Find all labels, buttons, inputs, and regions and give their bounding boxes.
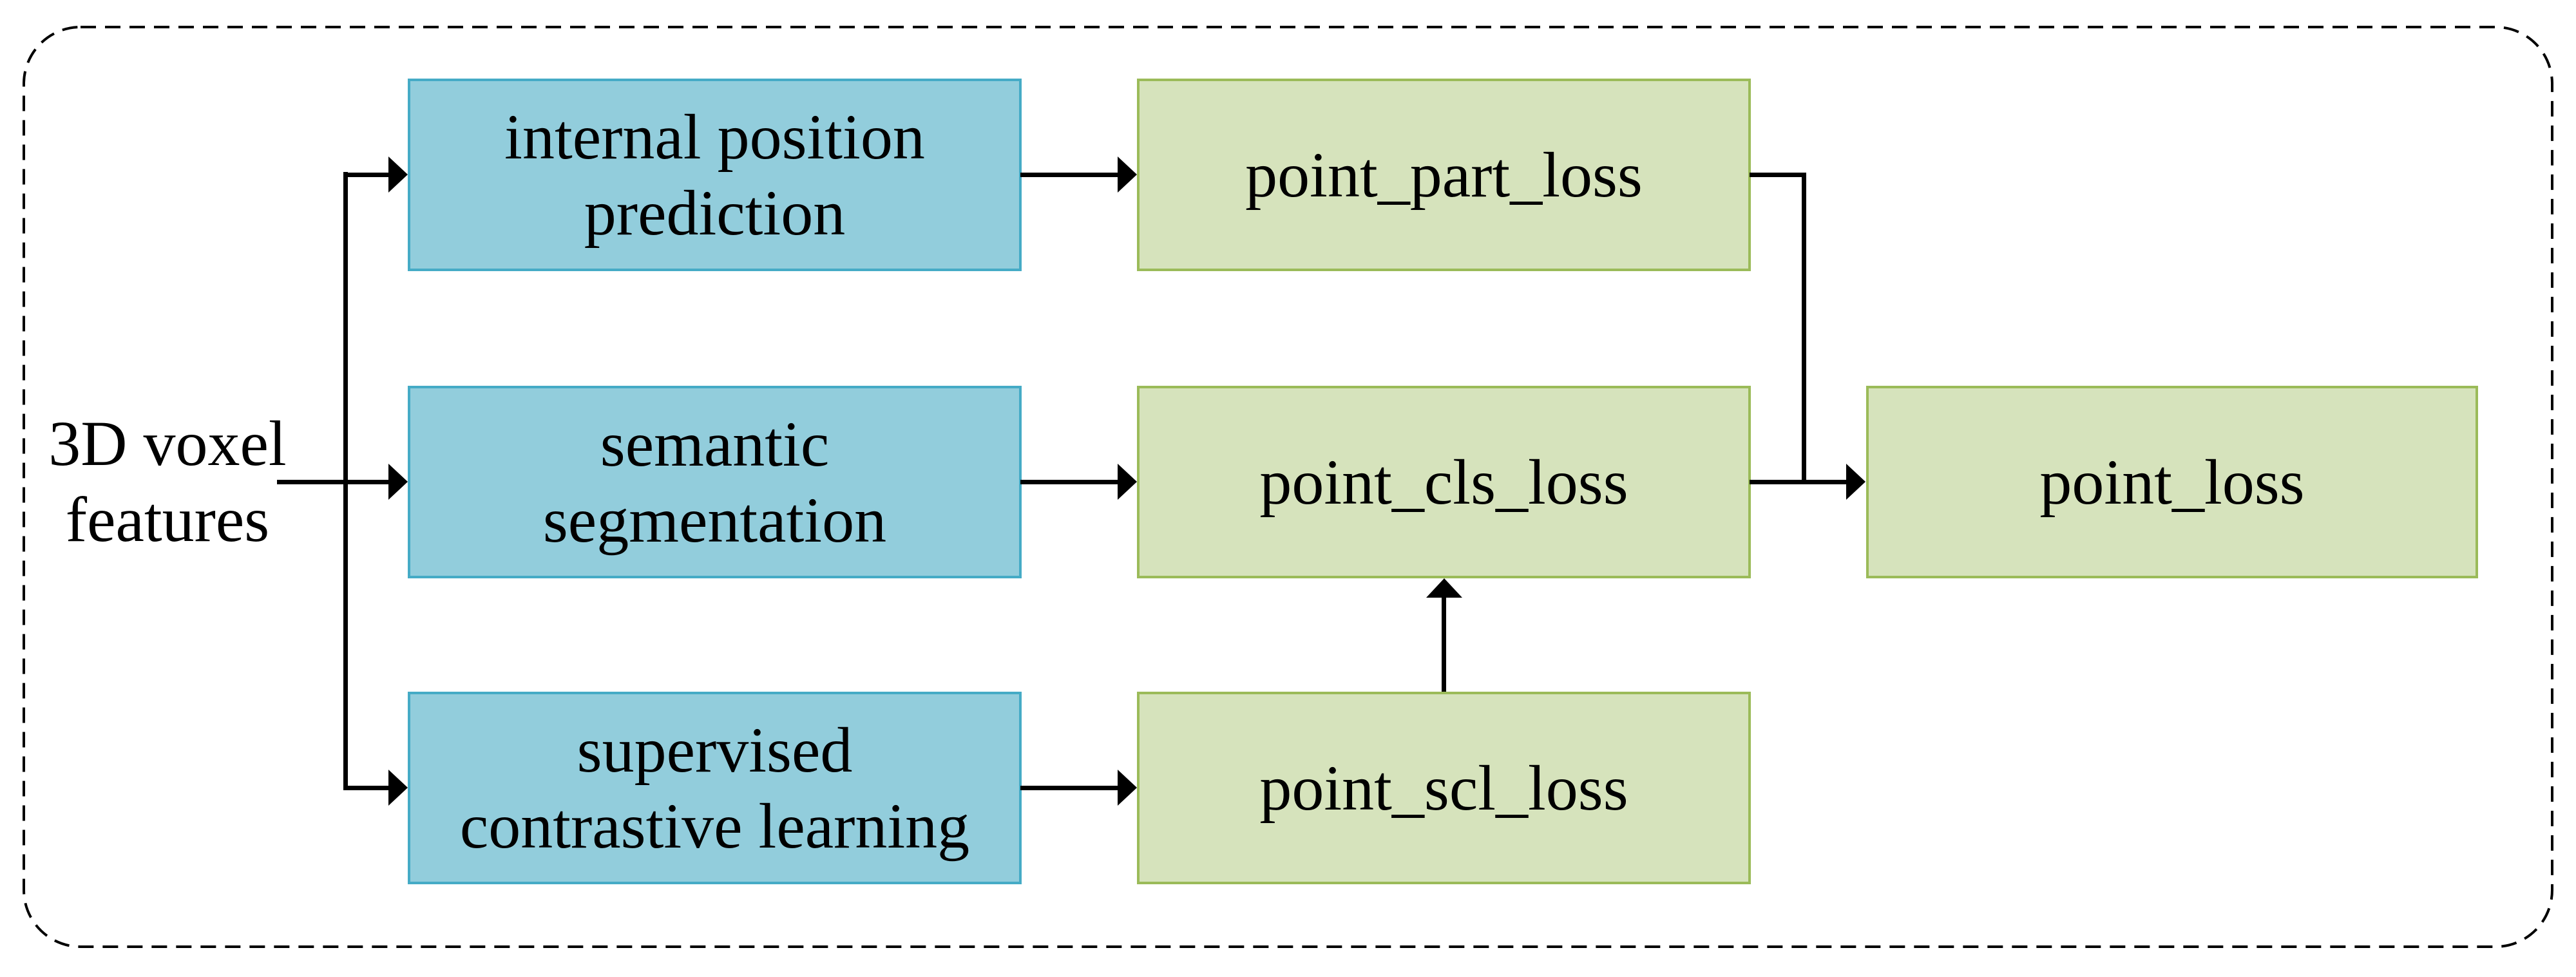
arrowhead-up-to-point-cls-loss [1426, 578, 1462, 598]
loss-box-point-scl-loss: point_scl_loss [1137, 692, 1751, 884]
loss-label: point_part_loss [1245, 138, 1643, 211]
connector-part-loss-out-horizontal [1750, 173, 1806, 177]
connector-ipp-to-part-loss [1020, 173, 1118, 177]
connector-part-loss-down-vertical [1802, 173, 1806, 484]
loss-box-point-cls-loss: point_cls_loss [1137, 386, 1751, 578]
input-label-line1: 3D voxel [48, 408, 287, 479]
task-label-line: semantic [600, 408, 830, 480]
output-label: point_loss [2039, 446, 2305, 518]
task-box-supervised-contrastive-learning: supervised contrastive learning [408, 692, 1022, 884]
task-label-line: internal position [504, 100, 925, 173]
arrowhead-to-point-cls-loss [1118, 464, 1137, 500]
connector-scl-to-scl-loss [1020, 786, 1118, 790]
connector-branch-bottom-horizontal [343, 786, 389, 790]
arrowhead-to-supervised-contrastive-learning [388, 770, 408, 806]
connector-input-horizontal [277, 480, 389, 484]
loss-label: point_scl_loss [1259, 752, 1628, 824]
arrowhead-to-point-part-loss [1118, 157, 1137, 193]
loss-box-point-part-loss: point_part_loss [1137, 79, 1751, 271]
task-box-internal-position-prediction: internal position prediction [408, 79, 1022, 271]
arrowhead-input-to-semantic-segmentation [388, 464, 408, 500]
task-label-line: segmentation [542, 484, 887, 556]
task-label-line: supervised [577, 714, 853, 786]
loss-label: point_cls_loss [1259, 446, 1628, 518]
connector-branch-top-horizontal [343, 173, 389, 177]
input-label-line2: features [65, 484, 270, 555]
input-label-3d-voxel-features: 3D voxel features [35, 406, 300, 558]
connector-ss-to-cls-loss [1020, 480, 1118, 484]
connector-cls-loss-to-point-loss [1750, 480, 1847, 484]
dashed-frame-rect [23, 26, 2553, 948]
arrowhead-to-point-scl-loss [1118, 770, 1137, 806]
task-box-semantic-segmentation: semantic segmentation [408, 386, 1022, 578]
task-label-line: prediction [584, 176, 846, 249]
arrowhead-to-internal-position-prediction [388, 157, 408, 193]
arrowhead-to-point-loss [1846, 464, 1865, 500]
connector-branch-vertical [343, 172, 348, 790]
output-box-point-loss: point_loss [1866, 386, 2478, 578]
connector-scl-loss-up-vertical [1442, 596, 1446, 692]
task-label-line: contrastive learning [459, 790, 970, 862]
